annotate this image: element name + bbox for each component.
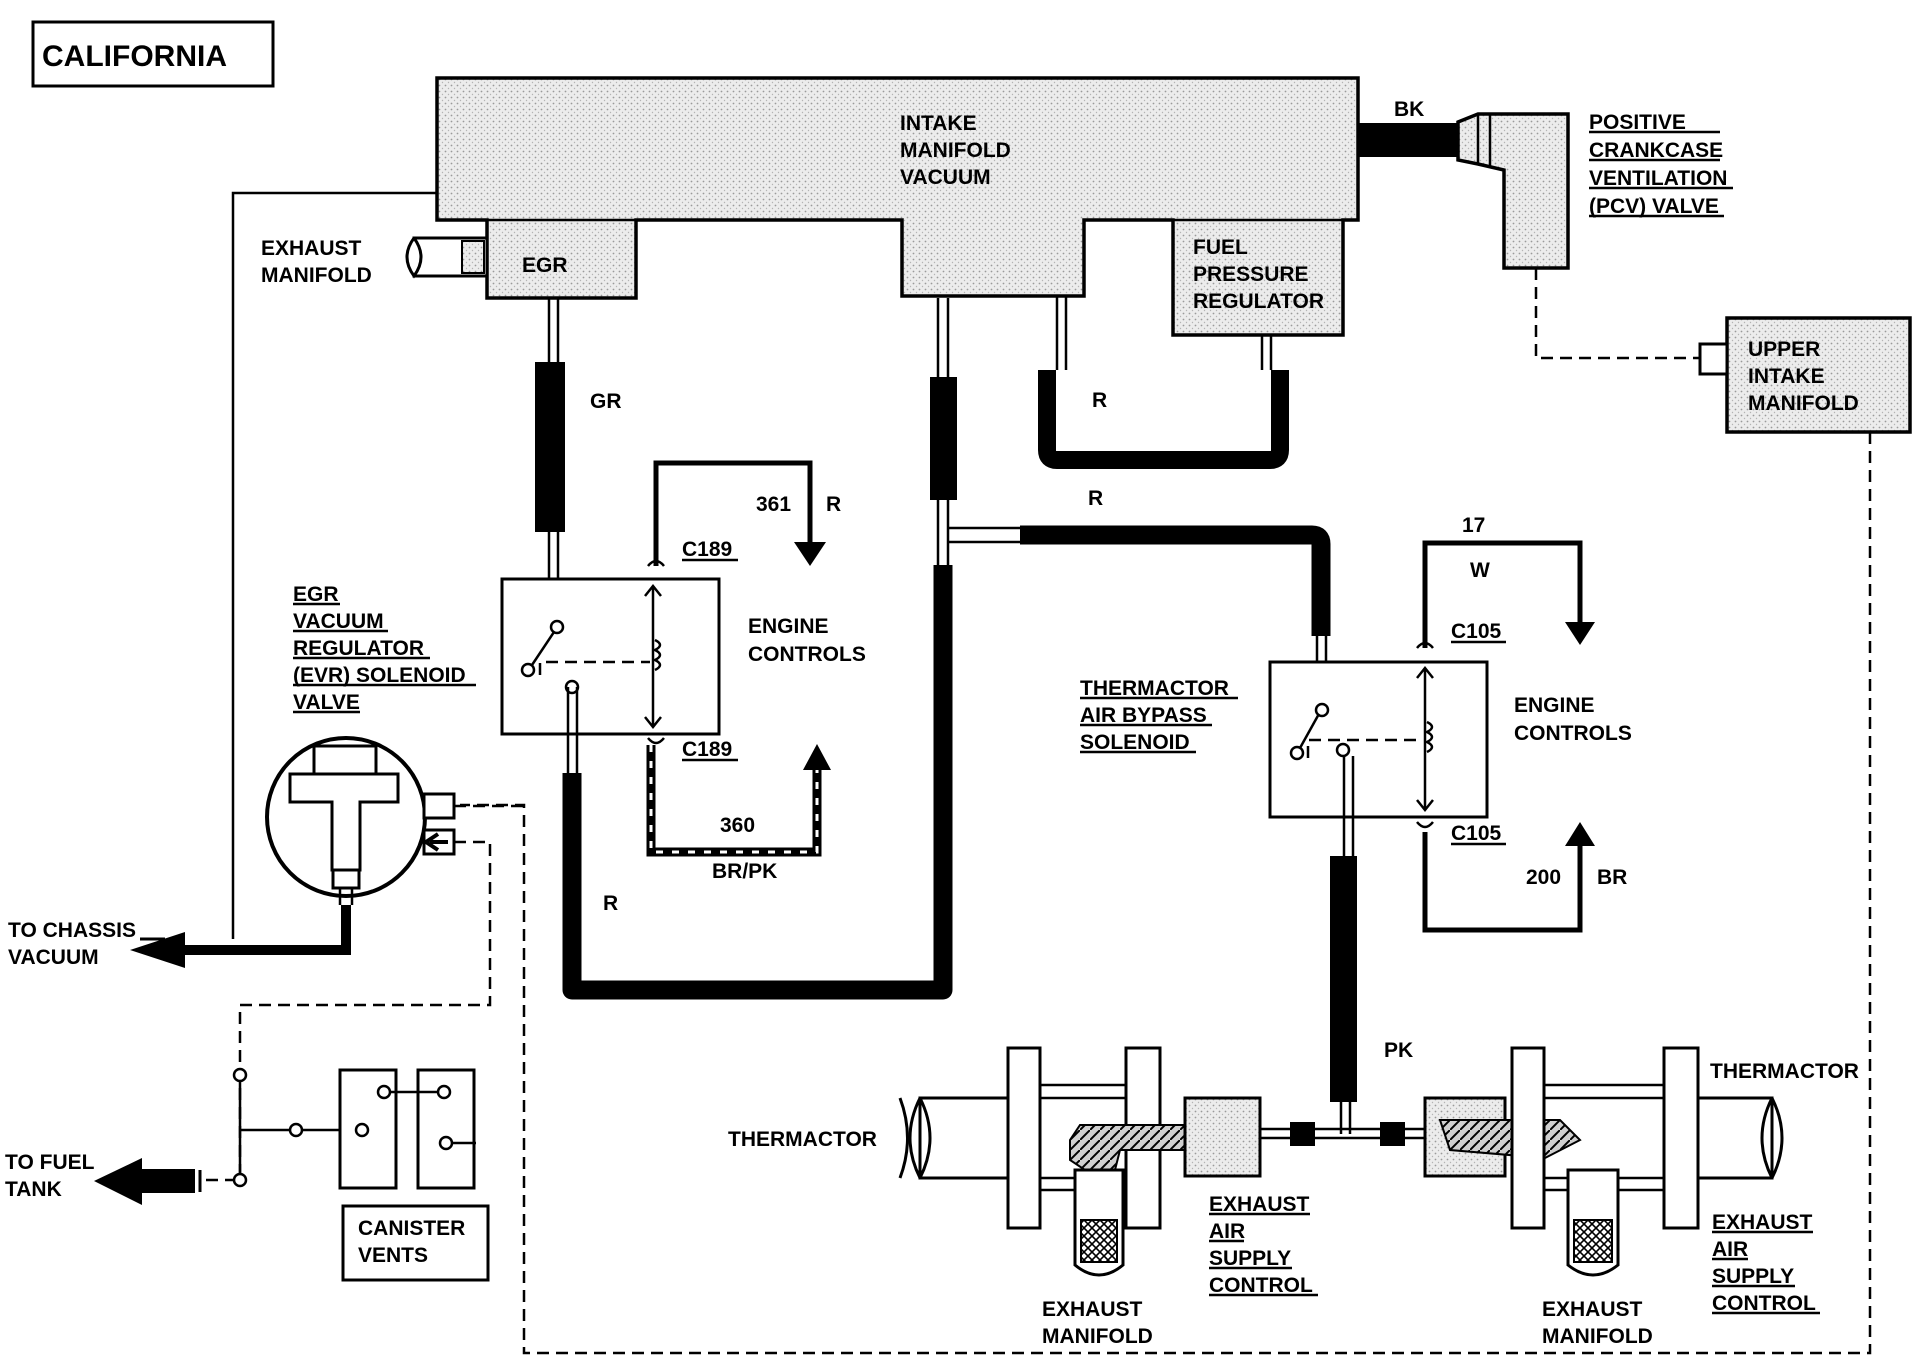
easc-right-1: EXHAUST — [1712, 1211, 1813, 1234]
canister-purge-valve — [265, 736, 456, 905]
hose-pk-label: PK — [1384, 1039, 1413, 1062]
w200-num: 200 — [1526, 866, 1561, 889]
hose-r-loop-label: R — [603, 892, 618, 915]
hose-r-tee-label: R — [1088, 487, 1103, 510]
uim-label-1: UPPER — [1748, 338, 1820, 361]
pcv-label-3: VENTILATION — [1589, 167, 1727, 190]
fpr-label-3: REGULATOR — [1193, 290, 1324, 313]
evr-solenoid: EGR VACUUM REGULATOR (EVR) SOLENOID VALV… — [293, 577, 721, 736]
egr-label: EGR — [522, 254, 568, 277]
exhaust-manifold-left-2: MANIFOLD — [1042, 1325, 1153, 1348]
pcv-label-2: CRANKCASE — [1589, 139, 1723, 162]
canister-vents: CANISTER VENTS — [232, 1067, 490, 1282]
fpr-hose: R — [1038, 296, 1289, 469]
easc-right-4: CONTROL — [1712, 1292, 1816, 1315]
c105-top: C105 — [1451, 620, 1502, 643]
evr-label-3: REGULATOR — [293, 637, 424, 660]
easc-right-2: AIR — [1712, 1238, 1748, 1261]
evr-label-5: VALVE — [293, 691, 360, 714]
w200-color: BR — [1597, 866, 1627, 889]
intake-manifold-label-1: INTAKE — [900, 112, 977, 135]
bypass-label-1: THERMACTOR — [1080, 677, 1229, 700]
thermactor-right: THERMACTOR EXHAUST MANIFOLD EXHAUST AIR … — [1423, 1046, 1859, 1348]
engine-controls-2-line2: CONTROLS — [1514, 722, 1632, 745]
hose-gr-label: GR — [590, 390, 622, 413]
chassis-vacuum-label-1: TO CHASSIS — [8, 919, 136, 942]
pcv-label-4: (PCV) VALVE — [1589, 195, 1719, 218]
c105-bottom: C105 — [1451, 822, 1502, 845]
intake-manifold-label-2: MANIFOLD — [900, 139, 1011, 162]
evr-wiring: C189 361 R C189 360 BR/PK — [646, 460, 841, 883]
hose-r-fpr-label: R — [1092, 389, 1107, 412]
bypass-label-3: SOLENOID — [1080, 731, 1190, 754]
fuel-tank-label-2: TANK — [5, 1178, 62, 1201]
c189-bottom: C189 — [682, 738, 732, 761]
w360-color: BR/PK — [712, 860, 777, 883]
fpr-label-1: FUEL — [1193, 236, 1248, 259]
fuel-tank-label-1: TO FUEL — [5, 1151, 95, 1174]
exhaust-manifold-top-2: MANIFOLD — [261, 264, 372, 287]
pcv-hose: BK — [1358, 98, 1458, 157]
title: CALIFORNIA — [42, 40, 227, 73]
thermactor-right-label: THERMACTOR — [1710, 1060, 1859, 1083]
engine-controls-1-line2: CONTROLS — [748, 643, 866, 666]
engine-controls-1-line1: ENGINE — [748, 615, 829, 638]
w361-num: 361 — [756, 493, 791, 516]
intake-manifold: INTAKE MANIFOLD VACUUM EGR FUEL PRESSURE… — [435, 76, 1360, 337]
canister-vents-label-1: CANISTER — [358, 1217, 465, 1240]
bypass-label-2: AIR BYPASS — [1080, 704, 1207, 727]
uim-label-2: INTAKE — [1748, 365, 1825, 388]
thermactor-bypass-solenoid: THERMACTOR AIR BYPASS SOLENOID — [1080, 636, 1489, 819]
easc-left-3: SUPPLY — [1209, 1247, 1291, 1270]
intake-manifold-label-3: VACUUM — [900, 166, 991, 189]
fpr-label-2: PRESSURE — [1193, 263, 1309, 286]
thermactor-left: THERMACTOR EXHAUST MANIFOLD EXHAUST AIR … — [728, 1046, 1318, 1348]
manifold-tee-tube: R — [930, 298, 1331, 636]
pk-hose: PK — [1260, 756, 1425, 1146]
exhaust-manifold-left-1: EXHAUST — [1042, 1298, 1143, 1321]
w360-num: 360 — [720, 814, 755, 837]
c189-top: C189 — [682, 538, 732, 561]
easc-left-4: CONTROL — [1209, 1274, 1313, 1297]
evr-label-1: EGR — [293, 583, 339, 606]
hose-bk-label: BK — [1394, 98, 1424, 121]
thermactor-left-label: THERMACTOR — [728, 1128, 877, 1151]
w17-color: W — [1470, 559, 1490, 582]
easc-left-1: EXHAUST — [1209, 1193, 1310, 1216]
w17-num: 17 — [1462, 514, 1485, 537]
pcv-label-1: POSITIVE — [1589, 111, 1686, 134]
evr-label-4: (EVR) SOLENOID — [293, 664, 466, 687]
bypass-wiring: 17 W C105 C105 200 BR — [1416, 514, 1627, 933]
evr-label-2: VACUUM — [293, 610, 384, 633]
exhaust-manifold-right-2: MANIFOLD — [1542, 1325, 1653, 1348]
uim-label-3: MANIFOLD — [1748, 392, 1859, 415]
exhaust-manifold-right-1: EXHAUST — [1542, 1298, 1643, 1321]
upper-intake-manifold: UPPER INTAKE MANIFOLD — [1698, 316, 1912, 434]
chassis-vacuum-label-2: VACUUM — [8, 946, 99, 969]
w361-color: R — [826, 493, 841, 516]
easc-left-2: AIR — [1209, 1220, 1245, 1243]
pcv-valve: POSITIVE CRANKCASE VENTILATION (PCV) VAL… — [1456, 111, 1733, 270]
title-box: CALIFORNIA — [31, 20, 275, 88]
engine-controls-2-line1: ENGINE — [1514, 694, 1595, 717]
canister-vents-label-2: VENTS — [358, 1244, 428, 1267]
exhaust-manifold-pipe-top: EXHAUST MANIFOLD — [261, 236, 489, 287]
exhaust-manifold-top-1: EXHAUST — [261, 237, 362, 260]
r-loop-hose: R — [562, 565, 953, 1000]
egr-vacuum-tube: GR — [535, 298, 622, 624]
easc-right-3: SUPPLY — [1712, 1265, 1794, 1288]
